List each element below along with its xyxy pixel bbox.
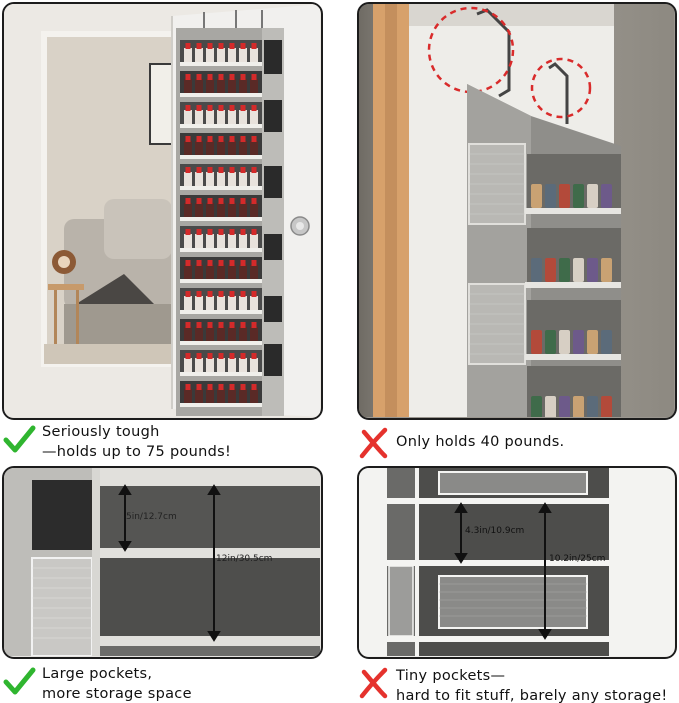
caption-line: Only holds 40 pounds. <box>396 434 565 450</box>
measure-label-shelf-height: 10.2in/25cm <box>549 554 606 564</box>
panel-weak-organizer-photo <box>357 2 677 420</box>
caption-line: —holds up to 75 pounds! <box>42 444 232 460</box>
panel-tiny-pockets-closeup: 4.3in/10.9cm 10.2in/25cm <box>357 466 677 659</box>
caption-line: Tiny pockets— <box>396 668 506 684</box>
caption-line: Large pockets, <box>42 666 153 682</box>
hook-highlight-circle <box>530 57 592 119</box>
measure-label-shelf-height: 12in/30.5cm <box>216 554 273 564</box>
caption-line: more storage space <box>42 686 192 702</box>
caption-line: Seriously tough <box>42 424 160 440</box>
caption-weak-capacity: Only holds 40 pounds. <box>357 426 564 460</box>
panel-large-pockets-closeup: 5in/12.7cm 12in/30.5cm <box>2 466 323 659</box>
measure-label-pocket-height: 5in/12.7cm <box>126 512 177 522</box>
caption-large-pockets: Large pockets, more storage space <box>2 664 192 703</box>
measure-label-pocket-height: 4.3in/10.9cm <box>465 526 525 536</box>
hook-highlight-circle <box>427 6 515 94</box>
cross-mark-icon <box>359 427 388 459</box>
panel-strong-organizer-photo <box>2 2 323 420</box>
door-organizer-full-illustration <box>4 4 320 417</box>
caption-tiny-pockets: Tiny pockets— hard to fit stuff, barely … <box>357 666 667 703</box>
caption-strong-capacity: Seriously tough —holds up to 75 pounds! <box>2 422 231 462</box>
caption-line: hard to fit stuff, barely any storage! <box>396 688 668 703</box>
check-mark-icon <box>3 425 36 453</box>
weak-organizer-illustration <box>359 4 674 417</box>
tiny-pocket-diagram <box>359 468 674 656</box>
check-mark-icon <box>3 667 36 695</box>
large-pocket-diagram <box>4 468 320 656</box>
cross-mark-icon <box>359 667 388 699</box>
